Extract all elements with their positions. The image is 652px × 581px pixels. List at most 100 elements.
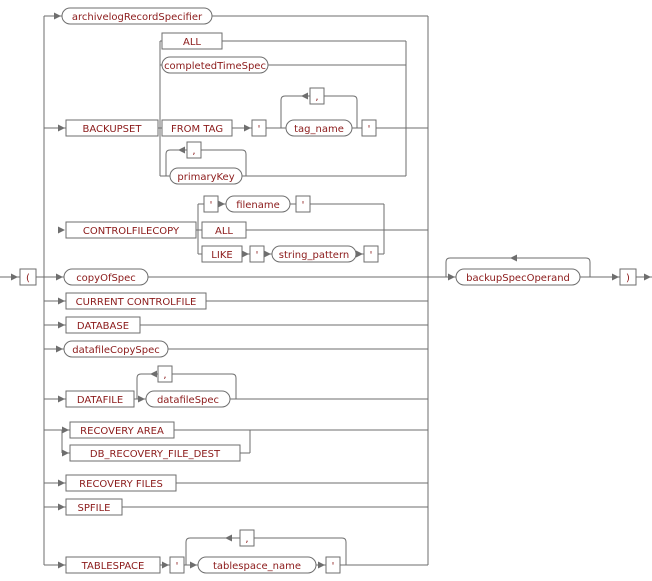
- quote-pattern-open-label: ': [256, 250, 259, 261]
- datafile-copy-spec-label: datafileCopySpec: [72, 345, 159, 356]
- node-left-paren: (: [19, 268, 37, 286]
- copy-of-spec-box: [63, 268, 149, 286]
- quote-tag-open-label: ': [258, 124, 261, 135]
- datafile-copy-spec-box: [63, 340, 169, 358]
- quote-tablespace-close-box: [325, 556, 341, 574]
- tablespace-name-label: tablespace_name: [213, 561, 301, 572]
- node-backup-spec-operand: backupSpecOperand: [455, 268, 581, 286]
- primary-key-box: [169, 167, 243, 185]
- right-paren-label: ): [626, 273, 630, 284]
- current-controlfile-label: CURRENT CONTROLFILE: [76, 297, 197, 308]
- node-quote-pattern-open: ': [249, 245, 265, 263]
- all-controlfilecopy-box: [201, 221, 247, 239]
- node-db-recovery-file-dest: DB_RECOVERY_FILE_DEST: [69, 444, 241, 462]
- primary-key-label: primaryKey: [177, 172, 234, 183]
- node-primary-key: primaryKey: [169, 167, 243, 185]
- node-database: DATABASE: [65, 316, 141, 334]
- node-backupset: BACKUPSET: [65, 119, 159, 137]
- filename-label: filename: [236, 200, 280, 211]
- quote-tablespace-close-label: ': [332, 561, 335, 572]
- node-datafile-copy-spec: datafileCopySpec: [63, 340, 169, 358]
- completed-time-spec-box: [161, 56, 269, 74]
- node-comma-primary-key-loop: ,: [186, 141, 202, 159]
- like-label: LIKE: [211, 250, 232, 261]
- all-backupset-label: ALL: [183, 37, 201, 48]
- datafile-box: [65, 390, 135, 408]
- current-controlfile-box: [65, 292, 207, 310]
- left-paren-box: [19, 268, 37, 286]
- string-pattern-label: string_pattern: [279, 250, 349, 261]
- loop-lines: [136, 95, 591, 565]
- quote-tag-close-label: ': [368, 124, 371, 135]
- node-quote-tablespace-close: ': [325, 556, 341, 574]
- comma-tablespace-loop-box: [239, 529, 255, 547]
- recovery-files-label: RECOVERY FILES: [79, 479, 163, 490]
- copy-of-spec-label: copyOfSpec: [76, 273, 136, 284]
- tag-name-label: tag_name: [294, 124, 344, 135]
- database-box: [65, 316, 141, 334]
- quote-filename-open-label: ': [210, 200, 213, 211]
- tag-name-box: [285, 119, 353, 137]
- db-recovery-file-dest-box: [69, 444, 241, 462]
- string-pattern-box: [271, 245, 357, 263]
- node-tablespace: TABLESPACE: [65, 556, 161, 574]
- comma-tablespace-loop-label: ,: [245, 534, 248, 545]
- node-quote-filename-close: ': [295, 195, 311, 213]
- controlfilecopy-box: [65, 221, 197, 239]
- node-copy-of-spec: copyOfSpec: [63, 268, 149, 286]
- like-box: [201, 245, 243, 263]
- comma-primary-key-loop-label: ,: [192, 146, 195, 157]
- node-like: LIKE: [201, 245, 243, 263]
- db-recovery-file-dest-label: DB_RECOVERY_FILE_DEST: [90, 449, 221, 460]
- spfile-label: SPFILE: [78, 503, 111, 514]
- from-tag-label: FROM TAG: [171, 124, 223, 135]
- quote-pattern-close-label: ': [370, 250, 373, 261]
- connector-lines: [0, 15, 652, 566]
- node-archivelog-record-specifier: archivelogRecordSpecifier: [61, 7, 213, 25]
- node-completed-time-spec: completedTimeSpec: [161, 56, 269, 74]
- datafile-label: DATAFILE: [77, 395, 123, 406]
- node-filename: filename: [225, 195, 291, 213]
- completed-time-spec-label: completedTimeSpec: [164, 61, 266, 72]
- quote-tag-open-box: [251, 119, 267, 137]
- comma-datafile-loop-label: ,: [163, 370, 166, 381]
- node-quote-pattern-close: ': [363, 245, 379, 263]
- node-all-backupset: ALL: [161, 32, 223, 50]
- node-tablespace-name: tablespace_name: [197, 556, 317, 574]
- node-spfile: SPFILE: [65, 498, 123, 516]
- backupset-box: [65, 119, 159, 137]
- node-datafile: DATAFILE: [65, 390, 135, 408]
- spfile-box: [65, 498, 123, 516]
- node-current-controlfile: CURRENT CONTROLFILE: [65, 292, 207, 310]
- quote-pattern-close-box: [363, 245, 379, 263]
- node-recovery-area: RECOVERY AREA: [69, 421, 175, 439]
- node-from-tag: FROM TAG: [161, 119, 233, 137]
- comma-primary-key-loop-box: [186, 141, 202, 159]
- datafile-spec-label: datafileSpec: [157, 395, 219, 406]
- quote-tablespace-open-label: ': [176, 561, 179, 572]
- tablespace-name-box: [197, 556, 317, 574]
- archivelog-record-specifier-box: [61, 7, 213, 25]
- controlfilecopy-label: CONTROLFILECOPY: [83, 226, 180, 237]
- recovery-area-label: RECOVERY AREA: [80, 426, 164, 437]
- tablespace-box: [65, 556, 161, 574]
- quote-filename-open-box: [203, 195, 219, 213]
- quote-tablespace-open-box: [169, 556, 185, 574]
- node-controlfilecopy: CONTROLFILECOPY: [65, 221, 197, 239]
- node-string-pattern: string_pattern: [271, 245, 357, 263]
- quote-pattern-open-box: [249, 245, 265, 263]
- filename-box: [225, 195, 291, 213]
- quote-tag-close-box: [361, 119, 377, 137]
- quote-filename-close-label: ': [302, 200, 305, 211]
- backup-spec-operand-box: [455, 268, 581, 286]
- datafile-spec-box: [145, 390, 231, 408]
- left-paren-label: (: [26, 273, 30, 284]
- node-quote-tablespace-open: ': [169, 556, 185, 574]
- comma-datafile-loop-box: [157, 365, 173, 383]
- quote-filename-close-box: [295, 195, 311, 213]
- from-tag-box: [161, 119, 233, 137]
- all-controlfilecopy-label: ALL: [215, 226, 233, 237]
- backup-spec-operand-label: backupSpecOperand: [466, 273, 570, 284]
